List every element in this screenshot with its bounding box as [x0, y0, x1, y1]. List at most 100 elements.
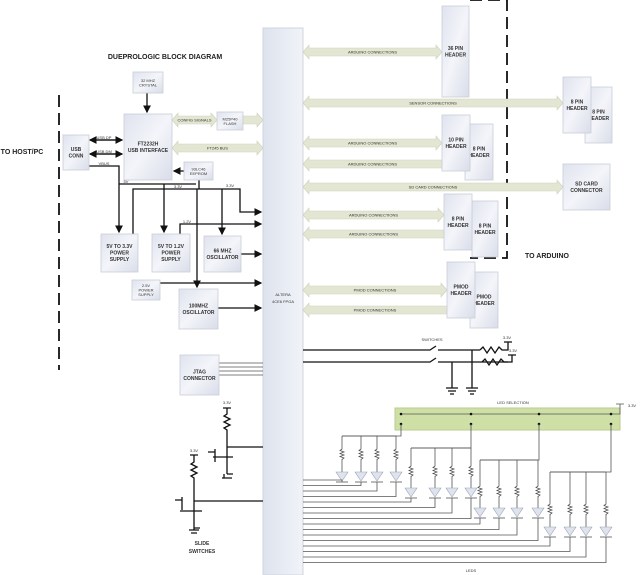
flash-to-fpga-bus [242, 112, 264, 128]
led-icon [335, 471, 349, 482]
led-icon [579, 526, 593, 537]
crystal-label-1: 32 MHZ [141, 78, 156, 83]
led-icon [370, 471, 384, 482]
ft2232h-label-1: FT2232H [138, 141, 159, 147]
osc66-label-2: OSCILLATOR [206, 255, 238, 261]
eeprom-label-2: EEPROM [190, 171, 207, 176]
usb-dm-label: USB DM [96, 149, 112, 154]
h8e-label-1: 8 PIN [479, 223, 492, 229]
vbus-label: VBUS [99, 161, 110, 166]
3v3-label-a: 3.3V [174, 184, 183, 189]
slide-switches-label-1: SLIDE [195, 541, 210, 547]
usb-conn-label-1: USB [71, 147, 82, 153]
ps12-label-1: 5V TO 1.2V [158, 244, 185, 250]
switches-label: SWITCHES [421, 337, 442, 342]
sensor-bus [302, 95, 564, 111]
h8e-label-2: HEADER [474, 230, 496, 236]
diagram-title: DUEPROLOGIC BLOCK DIAGRAM [108, 54, 223, 61]
pmod2-label-1: PMOD [477, 294, 492, 300]
jtag-label-2: CONNECTOR [183, 376, 216, 382]
h8a-label-1: 8 PIN [571, 99, 584, 105]
ps12-label-2: POWER [162, 251, 181, 257]
led-icon [354, 471, 368, 482]
h8c-label-1: 8 PIN [473, 146, 486, 152]
leds-label: LEDS [466, 568, 477, 573]
slide-3v3-1: 3.3V [223, 400, 232, 405]
osc100-label-2: OSCILLATOR [182, 310, 214, 316]
arduino3-bus-label: ARDUINO CONNECTIONS [348, 162, 397, 167]
led-array [303, 403, 624, 563]
led-icon [492, 507, 506, 518]
3v3-label-b: 3.3V [226, 183, 235, 188]
led-selection-label: LED SELECTION [497, 400, 529, 405]
config-bus [171, 112, 218, 128]
ps12-label-3: SUPPLY [161, 257, 181, 263]
ps33-label-3: SUPPLY [110, 257, 130, 263]
fpga-label-2: 4CE6 FPGA [272, 299, 294, 304]
led-icon [531, 507, 545, 518]
pmod1-label-1: PMOD [454, 284, 469, 290]
led-icon [389, 471, 403, 482]
usb-conn-label-2: CONN [69, 153, 84, 159]
h8a-label-2: HEADER [566, 106, 588, 112]
to-arduino-label: TO ARDUINO [525, 253, 570, 260]
led-icon [464, 487, 478, 498]
flash-label-2: FLASH [224, 121, 237, 126]
jtag-label-1: JTAG [193, 369, 206, 375]
slide-switches[interactable] [175, 407, 263, 534]
sd-label-1: SD CARD [575, 181, 598, 187]
ps25-label-1: 2.5V [142, 283, 151, 288]
h8b-label-1: 8 PIN [592, 109, 605, 115]
led-3v3-label: 3.3V [628, 403, 637, 408]
arduino-boundary [470, 0, 508, 259]
pmod2-bus-label: PMOD CONNECTIONS [354, 308, 397, 313]
ps33-label-1: 5V TO 3.3V [106, 244, 133, 250]
1v2-label: 1.2V [183, 219, 192, 224]
led-icon [510, 507, 524, 518]
push-switches[interactable] [303, 341, 516, 395]
h10-label-1: 10 PIN [448, 137, 464, 143]
flash-label-1: M25P40 [223, 116, 239, 121]
arduino5-bus-label: ARDUINO CONNECTIONS [349, 232, 398, 237]
led-icon [563, 526, 577, 537]
osc66-label-1: 66 MHZ [214, 248, 232, 254]
led-icon [599, 526, 613, 537]
led-icon [543, 526, 557, 537]
config-bus-label: CONFIG SIGNALS [177, 118, 211, 123]
sd-bus [302, 179, 564, 195]
ft2232h-label-2: USB INTERFACE [128, 148, 169, 154]
sd-label-2: CONNECTOR [570, 188, 603, 194]
crystal-label-2: CRYSTAL [139, 82, 158, 87]
led-icon [428, 487, 442, 498]
fpga-label-1: ALTERA [275, 292, 291, 297]
led-icon [473, 507, 487, 518]
pmod1-label-2: HEADER [450, 291, 472, 297]
pmod1-bus [302, 282, 448, 298]
ps33-label-2: POWER [110, 251, 129, 257]
pmod2-label-2: HEADER [473, 301, 495, 307]
h36-label-2: HEADER [445, 52, 467, 58]
5v-label: 5V [124, 179, 129, 184]
sd-bus-label: SD CARD CONNECTIONS [409, 185, 458, 190]
ps25-label-3: SUPPLY [138, 292, 154, 297]
led-icon [404, 487, 418, 498]
led-selection-bar[interactable] [394, 407, 621, 431]
